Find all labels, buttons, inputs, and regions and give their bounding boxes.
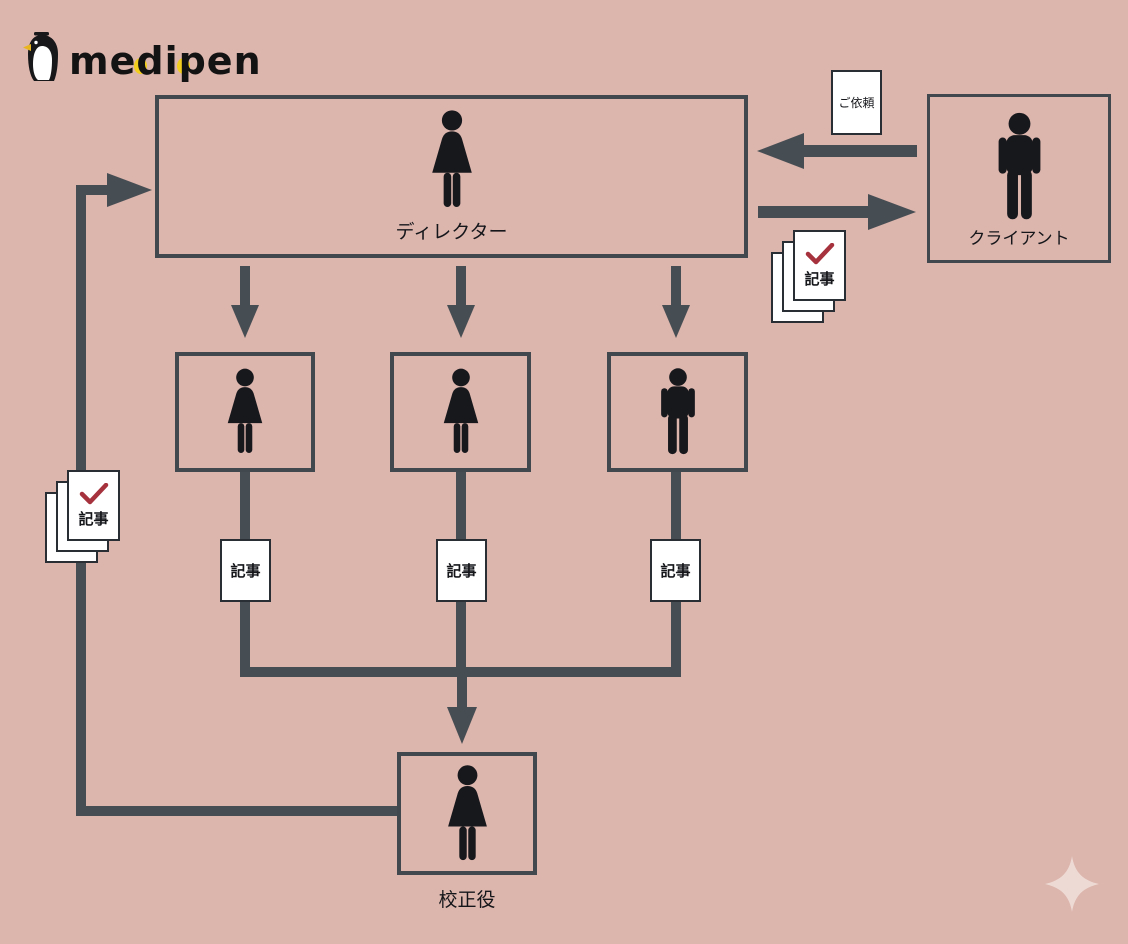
checked-article-label-right: 記事: [804, 269, 835, 288]
arrow-director-to-writer-2: [447, 266, 475, 338]
request-document-label: ご依頼: [838, 96, 875, 110]
check-mark-icon: [79, 482, 108, 504]
arrow-proofreader-to-director: [76, 173, 397, 816]
client-box: クライアント: [927, 94, 1111, 263]
writer-2-person-female-icon: [438, 365, 484, 459]
checked-article-label-left: 記事: [78, 509, 109, 528]
writer-box-1: [175, 352, 315, 472]
check-mark-icon: [805, 242, 834, 264]
checked-article-stack-left: 記事: [45, 470, 120, 563]
arrow-director-to-writer-3: [662, 266, 690, 338]
logo-accent-dot-d: [134, 58, 147, 74]
proofreader-box: [397, 752, 537, 875]
writer-box-3: [607, 352, 748, 472]
draft-article-doc-2: 記事: [436, 539, 487, 602]
arrow-director-to-client: [758, 194, 916, 230]
client-person-male-icon: [991, 111, 1048, 223]
arrow-director-to-writer-1: [231, 266, 259, 338]
draft-article-label-2: 記事: [446, 562, 477, 580]
logo: medipen: [22, 32, 262, 84]
request-document: ご依頼: [831, 70, 882, 135]
draft-article-doc-3: 記事: [650, 539, 701, 602]
proofreader-label: 校正役: [438, 889, 496, 911]
client-label: クライアント: [968, 228, 1070, 249]
writer-box-2: [390, 352, 531, 472]
arrow-merge-to-proofreader: [447, 672, 477, 744]
brand-wordmark: medipen: [69, 42, 262, 84]
sparkle-icon: [1045, 856, 1099, 912]
brand-text: medipen: [69, 39, 262, 83]
writer-1-person-female-icon: [222, 365, 268, 459]
director-label: ディレクター: [395, 221, 508, 244]
stack-sheet-front: 記事: [793, 230, 846, 301]
stack-sheet-front: 記事: [67, 470, 120, 541]
director-person-female-icon: [424, 109, 480, 211]
writer-3-person-male-icon: [655, 365, 701, 459]
logo-accent-dot-p: [177, 58, 190, 74]
arrow-client-to-director: [757, 133, 917, 169]
penguin-icon: [23, 32, 58, 81]
director-box: ディレクター: [155, 95, 748, 258]
checked-article-stack-right: 記事: [771, 230, 846, 323]
draft-article-label-3: 記事: [660, 562, 691, 580]
draft-article-label-1: 記事: [230, 562, 261, 580]
proofreader-person-female-icon: [440, 764, 495, 864]
draft-article-doc-1: 記事: [220, 539, 271, 602]
